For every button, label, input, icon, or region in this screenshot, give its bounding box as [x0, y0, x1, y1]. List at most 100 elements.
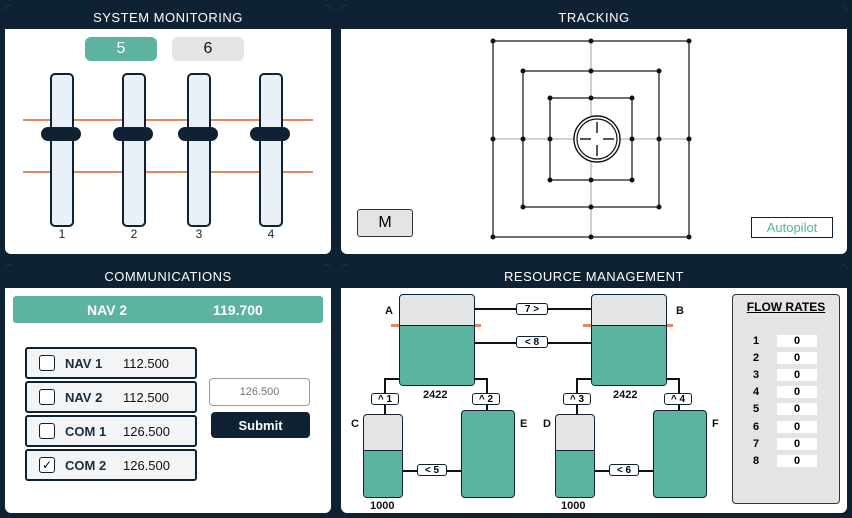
pump-2[interactable]: ^ 2 [472, 393, 500, 405]
slider-4-knob[interactable] [250, 127, 290, 141]
radio-nav1-frequency: 112.500 [123, 355, 170, 371]
pipe-d-b-h [576, 378, 592, 380]
slider-2-knob[interactable] [113, 127, 153, 141]
tank-f [653, 410, 707, 498]
radio-row-com1[interactable]: COM 1 126.500 [25, 415, 197, 447]
system-monitoring-title: SYSTEM MONITORING [5, 5, 331, 29]
lower-limit-line [23, 171, 313, 173]
tank-a [399, 294, 475, 386]
flow-row: 2 0 [733, 352, 839, 366]
tank-e-label: E [520, 418, 528, 430]
target-frequency-bar: NAV 2 119.700 [13, 296, 323, 323]
pump-7[interactable]: 7 > [516, 303, 548, 315]
radio-row-nav1[interactable]: NAV 1 112.500 [25, 347, 197, 379]
radio-com1-frequency: 126.500 [123, 423, 170, 439]
communications-title: COMMUNICATIONS [5, 264, 331, 288]
tank-c-label: C [351, 418, 359, 430]
flow-rate-5: 0 [777, 403, 817, 415]
slider-3-label: 3 [195, 227, 203, 241]
slider-2-track [122, 73, 146, 227]
pump-4[interactable]: ^ 4 [664, 393, 692, 405]
tank-b-fill [592, 325, 666, 385]
radio-row-nav2[interactable]: NAV 2 112.500 [25, 381, 197, 413]
pump-1[interactable]: ^ 1 [371, 393, 399, 405]
tank-d [555, 414, 595, 498]
pump-8[interactable]: < 8 [516, 336, 548, 348]
tank-b [591, 294, 667, 386]
manual-mode-button[interactable]: M [357, 209, 413, 237]
radio-com2-frequency: 126.500 [123, 457, 170, 473]
radio-nav1-checkbox[interactable] [39, 355, 55, 371]
communications-panel: COMMUNICATIONS NAV 2 119.700 NAV 1 112.5… [3, 262, 333, 515]
pump-6[interactable]: < 6 [609, 464, 639, 476]
checkmark-icon: ✓ [41, 458, 53, 472]
tank-d-label: D [543, 418, 551, 430]
button-5[interactable]: 5 [85, 37, 157, 61]
tracking-panel: TRACKING M Autopilot [339, 3, 849, 256]
upper-limit-line [23, 119, 313, 121]
flow-rate-7: 0 [777, 438, 817, 450]
tank-c-fill [364, 450, 402, 497]
flow-rate-4: 0 [777, 386, 817, 398]
frequency-input[interactable] [209, 378, 310, 406]
flow-pump-5: 5 [753, 403, 760, 415]
autopilot-indicator: Autopilot [751, 217, 833, 238]
flow-pump-4: 4 [753, 386, 760, 398]
slider-3-track [187, 73, 211, 227]
pipe-c-a-h [384, 378, 400, 380]
flow-pump-2: 2 [753, 352, 760, 364]
slider-1-track [50, 73, 74, 227]
button-6[interactable]: 6 [172, 37, 244, 61]
pipe-f-b-h [663, 378, 679, 380]
flow-rates-title: FLOW RATES [746, 300, 826, 314]
tank-a-fill [400, 325, 474, 385]
system-monitoring-panel: SYSTEM MONITORING 5 6 1 2 3 4 [3, 3, 333, 256]
flow-rate-2: 0 [777, 352, 817, 364]
flow-rate-3: 0 [777, 369, 817, 381]
tank-f-label: F [712, 418, 719, 430]
radio-com1-checkbox[interactable] [39, 423, 55, 439]
target-radio-name: NAV 2 [87, 302, 128, 318]
flow-rate-1: 0 [777, 335, 817, 347]
slider-1-label: 1 [58, 227, 66, 241]
slider-4-label: 4 [267, 227, 275, 241]
radio-com1-name: COM 1 [65, 423, 107, 439]
flow-row: 7 0 [733, 438, 839, 452]
target-radio-frequency: 119.700 [213, 302, 263, 318]
flow-row: 4 0 [733, 386, 839, 400]
slider-1-knob[interactable] [41, 127, 81, 141]
radio-nav2-checkbox[interactable] [39, 389, 55, 405]
tank-b-value: 2422 [613, 389, 638, 401]
slider-3-knob[interactable] [178, 127, 218, 141]
pump-5[interactable]: < 5 [417, 464, 447, 476]
crosshair-target-icon [573, 115, 621, 163]
tank-b-label: B [676, 305, 684, 317]
radio-row-com2[interactable]: ✓ COM 2 126.500 [25, 449, 197, 481]
flow-row: 5 0 [733, 403, 839, 417]
flow-row: 6 0 [733, 421, 839, 435]
submit-button[interactable]: Submit [211, 412, 310, 438]
radio-com2-checkbox[interactable]: ✓ [39, 457, 55, 473]
flow-row: 8 0 [733, 455, 839, 469]
tracking-title: TRACKING [341, 5, 847, 29]
radio-com2-name: COM 2 [65, 457, 107, 473]
tank-a-value: 2422 [423, 389, 448, 401]
flow-row: 1 0 [733, 335, 839, 349]
resource-management-title: RESOURCE MANAGEMENT [341, 264, 847, 288]
flow-rate-6: 0 [777, 421, 817, 433]
radio-nav2-name: NAV 2 [65, 389, 103, 405]
tank-d-value: 1000 [561, 500, 586, 512]
tank-e [461, 410, 515, 498]
slider-2-label: 2 [130, 227, 138, 241]
radio-nav1-name: NAV 1 [65, 355, 103, 371]
flow-rate-8: 0 [777, 455, 817, 467]
pump-3[interactable]: ^ 3 [563, 393, 591, 405]
radio-nav2-frequency: 112.500 [123, 389, 170, 405]
flow-pump-6: 6 [753, 421, 760, 433]
flow-pump-7: 7 [753, 438, 760, 450]
tank-c [363, 414, 403, 498]
flow-rates-box: FLOW RATES 1 0 2 0 3 0 4 0 5 0 6 0 7 0 [732, 294, 840, 504]
resource-management-panel: RESOURCE MANAGEMENT A 2422 B 2422 C 1000… [339, 262, 849, 515]
flow-pump-1: 1 [753, 335, 760, 347]
flow-pump-8: 8 [753, 455, 760, 467]
